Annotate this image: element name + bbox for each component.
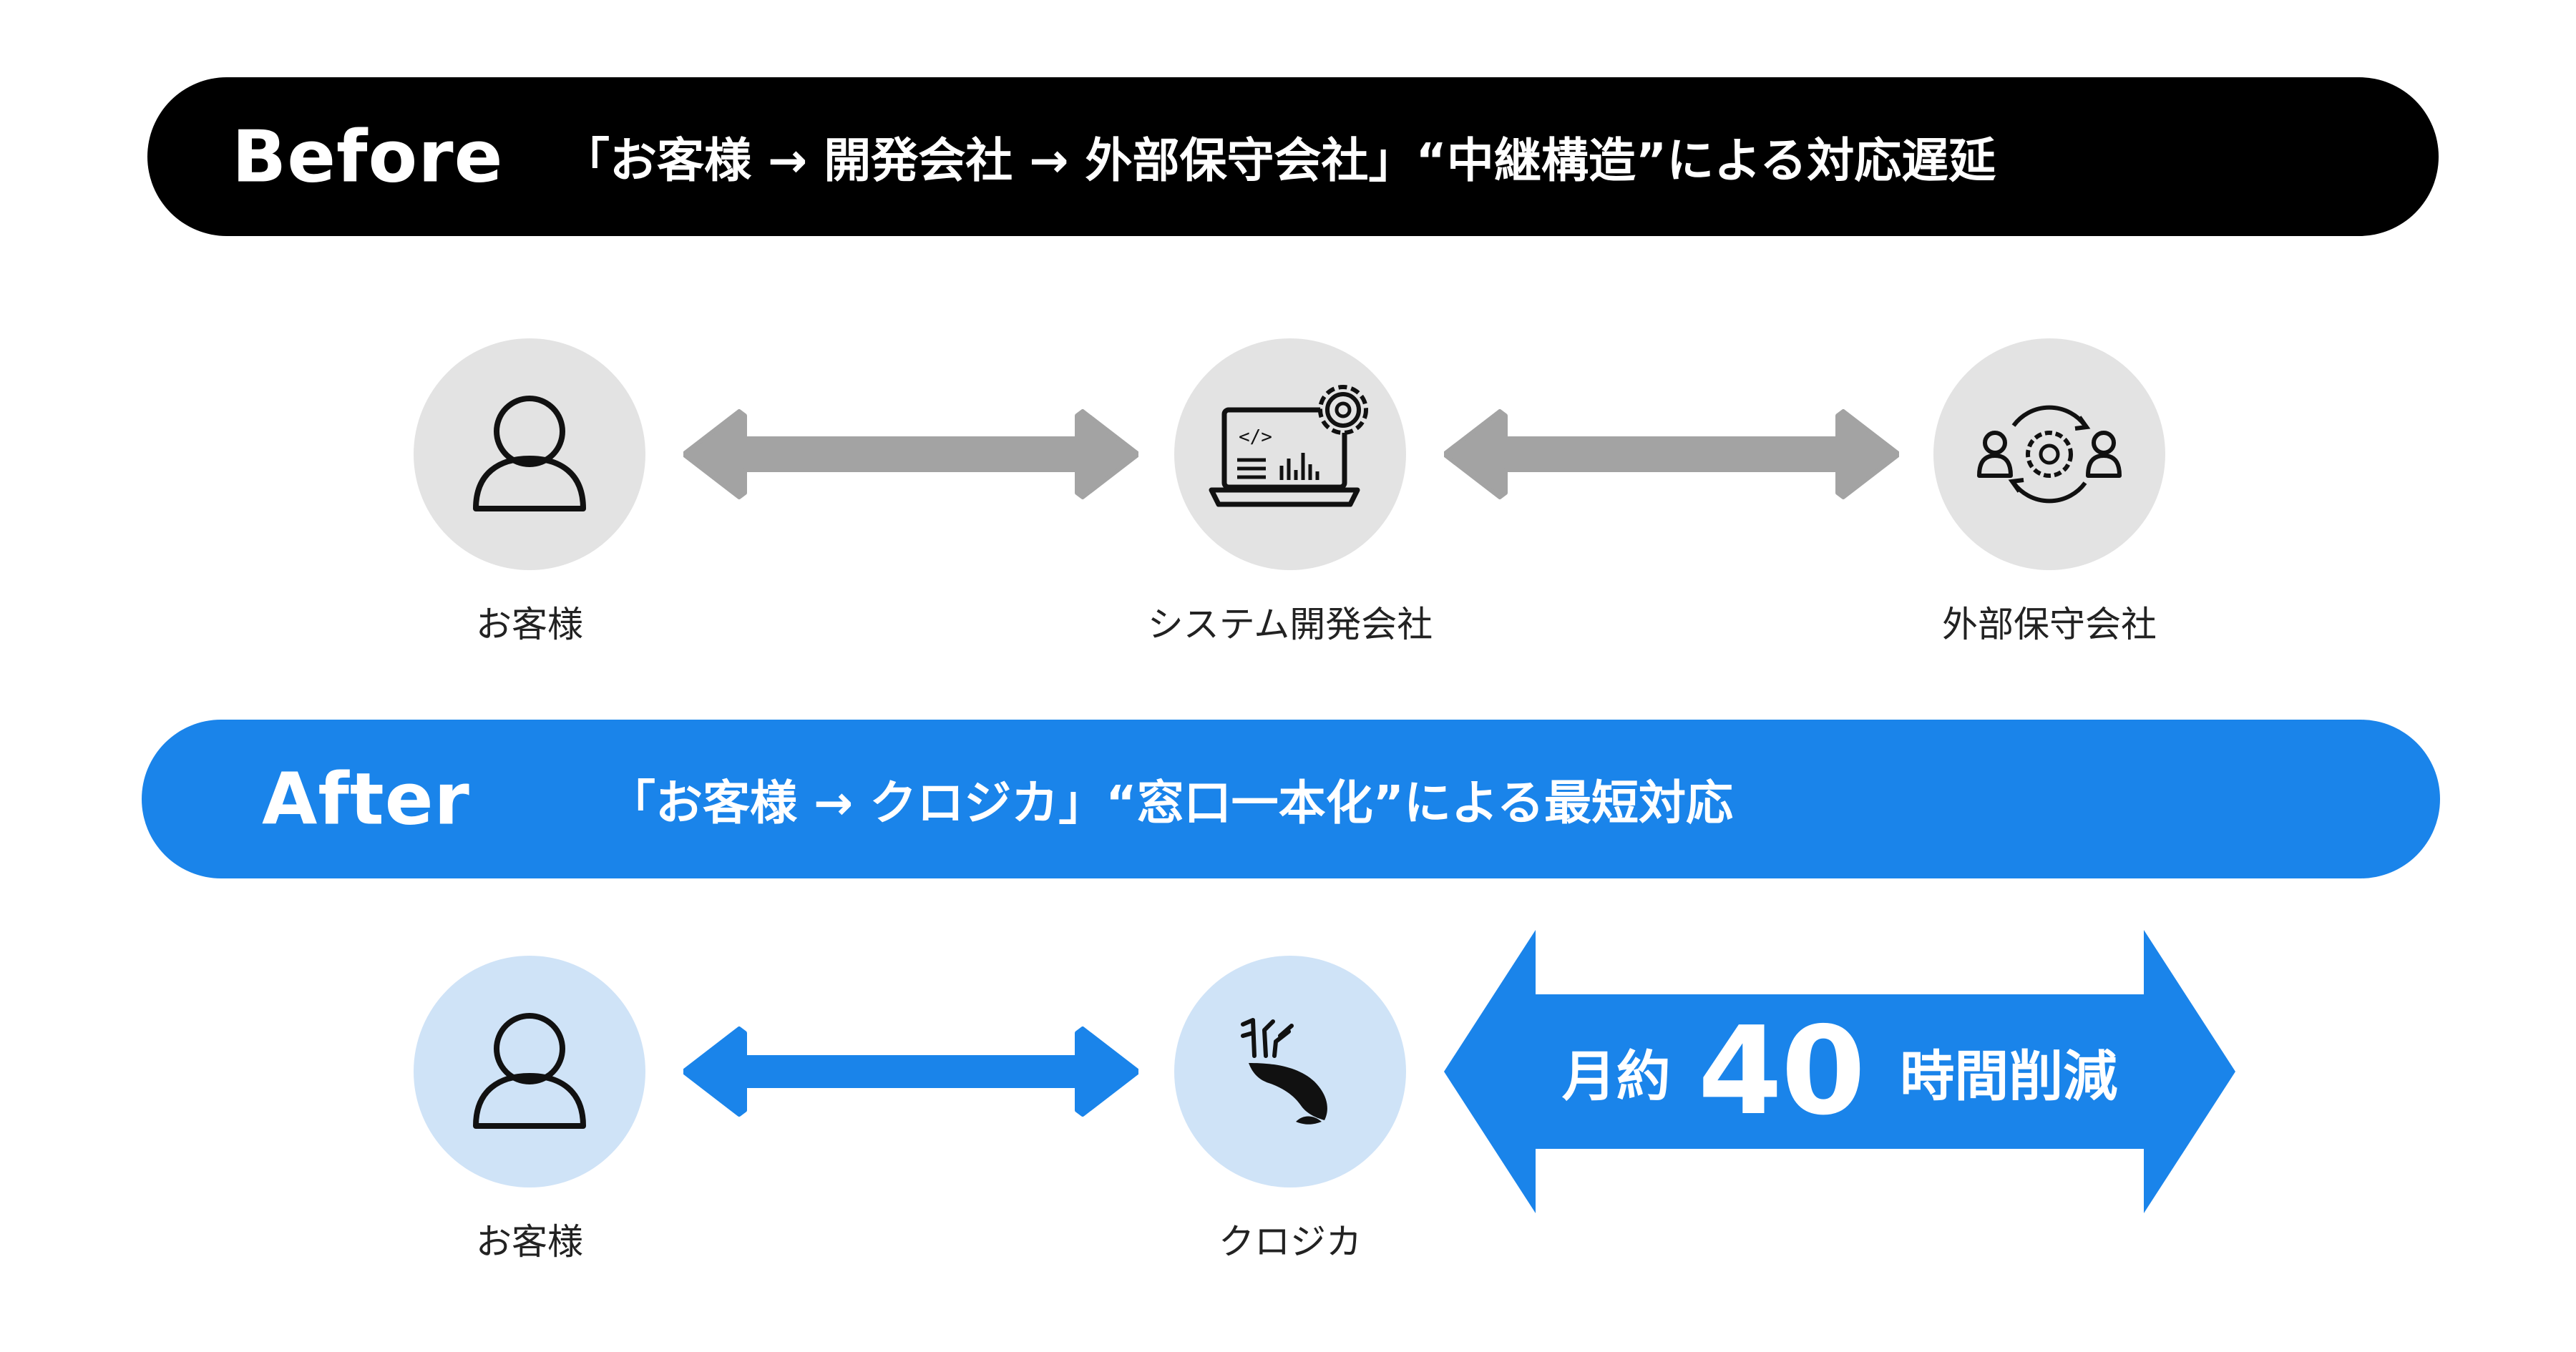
after-kurojika-label: クロジカ xyxy=(1219,1221,1362,1263)
after-kurojika-node xyxy=(1174,956,1406,1187)
before-customer-label: お客様 xyxy=(476,604,583,645)
after-customer-label: お客様 xyxy=(476,1221,583,1263)
after-banner: After 「お客様 → クロジカ」“窓口一本化”による最短対応 xyxy=(142,720,2440,878)
reduction-suffix: 時間削減 xyxy=(1900,1044,2118,1108)
after-arrow xyxy=(683,1027,1138,1117)
laptop-code-gear-icon: </> xyxy=(1209,385,1368,507)
before-arrow-2 xyxy=(1444,409,1899,499)
after-description: 「お客様 → クロジカ」“窓口一本化”による最短対応 xyxy=(608,775,1734,831)
person-icon xyxy=(473,396,586,511)
before-customer-node xyxy=(414,338,645,570)
reduction-text: 月約 40 時間削減 xyxy=(1444,930,2235,1213)
before-maintenance-company-label: 外部保守会社 xyxy=(1942,604,2157,645)
before-banner: Before 「お客様 → 開発会社 → 外部保守会社」“中継構造”による対応遅… xyxy=(147,77,2439,236)
reduction-arrow: 月約 40 時間削減 xyxy=(1444,930,2235,1213)
svg-text:</>: </> xyxy=(1239,426,1272,448)
before-arrow-1 xyxy=(683,409,1138,499)
after-customer-node xyxy=(414,956,645,1187)
reduction-prefix: 月約 xyxy=(1561,1044,1671,1108)
before-dev-company-label: システム開発会社 xyxy=(1147,604,1433,645)
before-description: 「お客様 → 開発会社 → 外部保守会社」“中継構造”による対応遅延 xyxy=(562,133,1996,188)
after-label: After xyxy=(262,757,470,841)
before-dev-company-node: </> xyxy=(1174,338,1406,570)
people-gear-cycle-icon xyxy=(1977,405,2122,504)
before-maintenance-company-node xyxy=(1933,338,2165,570)
deer-logo-icon xyxy=(1241,1018,1327,1125)
reduction-number: 40 xyxy=(1697,1001,1866,1142)
person-icon xyxy=(473,1013,586,1129)
before-label: Before xyxy=(232,114,504,199)
reduction-arrow-shape xyxy=(1444,930,2235,1213)
